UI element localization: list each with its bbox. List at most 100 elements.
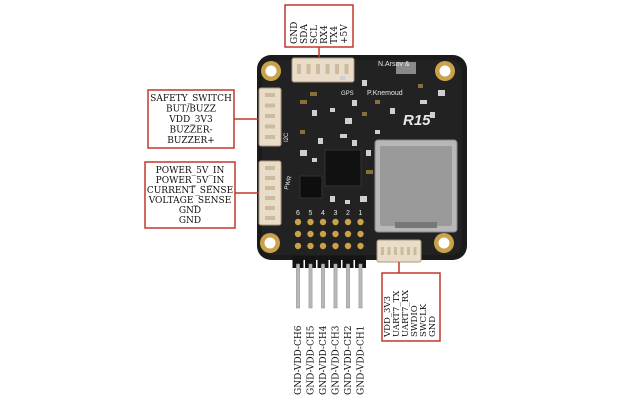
- smd-component: [418, 84, 423, 88]
- connector-slot: [413, 247, 417, 255]
- header-plastic-block: [317, 256, 329, 268]
- header-pad: [294, 218, 302, 226]
- pin-number-label: 6: [296, 210, 300, 217]
- pwm-channel-label: GND-VDD-CH6: [294, 325, 304, 395]
- smd-component: [310, 92, 317, 96]
- power-pin-label: POWER_5V_IN: [156, 166, 225, 176]
- debug-pin-label: VDD_3V3: [383, 296, 393, 338]
- pin-number-label: 4: [321, 210, 325, 217]
- debug-pin-label: UART7_RX: [401, 289, 411, 337]
- power-pin-label: VOLTAGE_SENSE: [148, 196, 232, 206]
- microsd-slot-opening: [395, 222, 437, 228]
- connector-slot: [335, 64, 339, 74]
- smd-component: [430, 112, 435, 118]
- connector-slot: [325, 64, 330, 74]
- header-plastic-block: [342, 256, 354, 268]
- header-pad: [319, 230, 327, 238]
- header-plastic-block: [292, 256, 304, 268]
- smd-component: [362, 112, 367, 116]
- smd-component: [352, 140, 357, 146]
- secondary-chip: [299, 175, 323, 199]
- smd-component: [340, 76, 345, 80]
- power-connector-pin-labels: POWER_5V_INPOWER_5V_INCURRENT_SENSEVOLTA…: [147, 166, 233, 226]
- crystal-component: [396, 62, 416, 74]
- header-pad: [344, 242, 352, 250]
- header-pad: [294, 230, 302, 238]
- debug-pin-label: GND: [428, 316, 438, 337]
- smd-component: [340, 134, 347, 138]
- connector-slot: [394, 247, 397, 255]
- header-pad: [357, 242, 364, 250]
- header-plastic-block: [305, 256, 316, 268]
- connector-slot: [265, 216, 275, 220]
- header-pad: [294, 242, 302, 250]
- smd-component: [362, 80, 367, 86]
- connector-slot: [265, 206, 275, 210]
- silk-authors-line-1: N.Arsov &: [378, 61, 410, 68]
- smd-component: [366, 170, 373, 174]
- smd-component: [420, 100, 427, 104]
- connector-slot: [265, 135, 275, 139]
- mounting-hole-bottom-left: [260, 233, 280, 253]
- pwm-channel-label: GND-VDD-CH2: [344, 326, 354, 395]
- smd-component: [438, 90, 445, 96]
- connector-slot: [265, 186, 275, 190]
- power-pin-label: GND: [179, 206, 201, 216]
- silk-i2c-label: I2C: [284, 132, 290, 142]
- header-pad: [344, 230, 352, 238]
- top-pin-label: SCL: [310, 25, 320, 44]
- header-pad: [319, 218, 327, 226]
- silk-pwr-label: PWR: [284, 175, 294, 191]
- header-pin: [346, 263, 350, 309]
- pin-number-label: 2: [346, 210, 350, 217]
- header-plastic-block: [330, 256, 341, 268]
- header-pad: [344, 218, 352, 226]
- connector-slot: [265, 124, 275, 129]
- debug-pin-label: UART7_TX: [392, 290, 402, 337]
- pin-number-label: 1: [359, 210, 363, 217]
- top-pin-label: RX4: [320, 25, 330, 44]
- pwm-servo-header: [292, 218, 366, 309]
- safety-pin-label: BUT/BUZZ: [166, 105, 216, 115]
- mounting-hole-bottom-right: [434, 233, 454, 253]
- smd-component: [345, 118, 352, 124]
- debug-connector-label-box: [381, 272, 441, 342]
- smd-component: [300, 150, 307, 156]
- header-pad: [332, 230, 339, 238]
- connector-slot: [265, 176, 275, 180]
- safety-connector-pin-labels: SAFETY_SWITCHBUT/BUZZVDD_3V3BUZZER-BUZZE…: [150, 94, 232, 146]
- header-pad: [307, 218, 314, 226]
- connector-slot: [265, 103, 275, 108]
- header-pin: [296, 263, 300, 309]
- header-pad: [319, 242, 327, 250]
- pwm-channel-label: GND-VDD-CH3: [332, 325, 342, 395]
- board-model-label: R15: [403, 112, 431, 129]
- header-pad: [307, 230, 314, 238]
- header-plastic-block: [355, 256, 366, 268]
- safety-pin-label: BUZZER-: [169, 126, 212, 136]
- power-pin-label: GND: [179, 216, 201, 226]
- top-pin-label: TX4: [330, 26, 340, 44]
- smd-component: [345, 200, 350, 204]
- mounting-hole-top-right: [435, 61, 455, 81]
- smd-component: [318, 138, 323, 144]
- connector-slot: [265, 114, 275, 118]
- connector-slot: [265, 93, 275, 97]
- debug-pin-label: SWDIO: [410, 305, 420, 337]
- header-pad: [332, 218, 339, 226]
- pwm-channel-label: GND-VDD-CH4: [319, 325, 329, 395]
- connector-slot: [381, 247, 384, 255]
- smd-component: [312, 158, 317, 162]
- header-pad: [307, 242, 314, 250]
- header-pad: [357, 230, 364, 238]
- header-pin: [308, 263, 313, 309]
- header-pin: [321, 263, 325, 309]
- header-pin: [333, 263, 338, 309]
- connector-slot: [265, 166, 275, 170]
- silk-authors-line-2: P.Knemoud: [367, 90, 403, 97]
